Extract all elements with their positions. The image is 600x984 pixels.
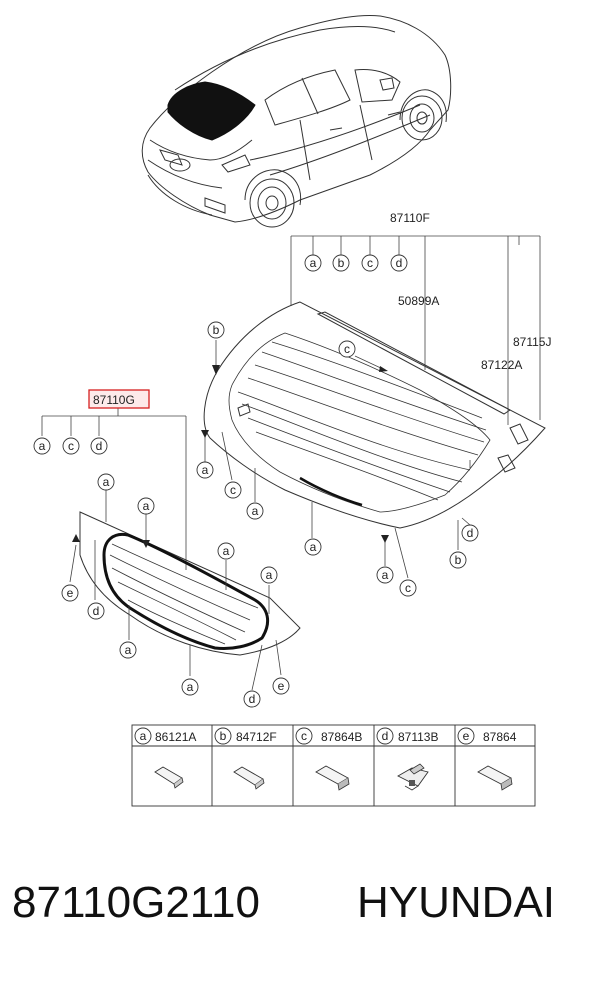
callout-c: c [399,579,417,597]
label-50899A: 50899A [398,294,439,308]
part-sketch-a [154,766,184,789]
svg-text:b: b [455,553,462,567]
table-header-a: a [134,727,152,745]
callout-e: e [272,677,290,695]
part-code-d: 87113B [398,730,438,744]
svg-text:c: c [344,342,350,356]
part-code-a: 86121A [155,730,196,744]
part-code-c: 87864B [321,730,362,744]
svg-text:e: e [278,679,285,693]
part-code-e: 87864 [483,730,517,744]
callout-a: a [246,502,264,520]
table-header-d: d [376,727,394,745]
svg-text:a: a [382,568,389,582]
callout-d: d [461,524,479,542]
part-sketch-c [315,765,350,791]
part-number: 87110G2110 [12,878,260,927]
svg-text:d: d [93,604,100,618]
callout-a: a [260,566,278,584]
callout-a: a [181,678,199,696]
svg-text:a: a [310,256,317,270]
svg-text:a: a [39,439,46,453]
callout-b: b [449,551,467,569]
label-87122A: 87122A [481,358,522,372]
callout-a: a [376,566,394,584]
table-header-e: e [457,727,475,745]
svg-text:a: a [187,680,194,694]
callout-c: c [338,340,356,358]
svg-text:d: d [396,256,403,270]
callout-d: d [243,690,261,708]
svg-text:d: d [382,729,389,743]
brand-name: HYUNDAI [357,878,556,927]
svg-text:c: c [230,483,236,497]
car-illustration [141,15,452,228]
svg-text:b: b [220,729,227,743]
part-sketch-b [233,766,265,790]
callout-c: c [361,254,379,272]
label-87110F: 87110F [390,211,430,225]
parts-diagram: 87110F 50899A 87115J 87122A 87110G a b c… [33,15,551,807]
svg-text:a: a [202,463,209,477]
callout-a: a [119,641,137,659]
svg-text:a: a [223,544,230,558]
svg-text:b: b [213,323,220,337]
svg-text:d: d [249,692,256,706]
callout-a: a [304,538,322,556]
highlight-box [88,389,150,409]
svg-text:a: a [252,504,259,518]
svg-text:d: d [96,439,103,453]
table-header-c: c [295,727,313,745]
callout-d: d [87,602,105,620]
callout-d: d [390,254,408,272]
svg-text:e: e [463,729,470,743]
svg-text:a: a [140,729,147,743]
svg-text:c: c [68,439,74,453]
svg-text:a: a [266,568,273,582]
callout-a: a [33,437,51,455]
callout-b: b [207,321,225,339]
callout-a: a [137,497,155,515]
svg-text:e: e [67,586,74,600]
svg-text:c: c [367,256,373,270]
label-87115J: 87115J [513,335,551,349]
footer: 87110G2110 HYUNDAI [0,878,600,948]
label-87110G: 87110G [93,393,135,407]
svg-text:a: a [125,643,132,657]
svg-text:c: c [405,581,411,595]
glass-sub-assembly [41,408,301,691]
svg-text:a: a [103,475,110,489]
rear-glass-highlight [167,81,256,141]
callout-a: a [217,542,235,560]
callout-c: c [62,437,80,455]
callout-d: d [90,437,108,455]
svg-text:a: a [310,540,317,554]
callout-a: a [304,254,322,272]
callout-c: c [224,481,242,499]
back-glass-assembly [201,235,546,579]
parts-table: a 86121A b 84712F c 87864B d 87113B e 87… [131,724,536,807]
callout-a: a [196,461,214,479]
svg-text:d: d [467,526,474,540]
part-code-b: 84712F [236,730,277,744]
svg-text:b: b [338,256,345,270]
callout-a: a [97,473,115,491]
callout-e: e [61,584,79,602]
table-header-b: b [214,727,232,745]
part-sketch-d [397,763,429,791]
callouts: a b c d b c a c a a d b a c a c d a a a … [33,254,479,708]
callout-b: b [332,254,350,272]
svg-text:c: c [301,729,307,743]
svg-text:a: a [143,499,150,513]
part-sketch-e [477,765,513,791]
